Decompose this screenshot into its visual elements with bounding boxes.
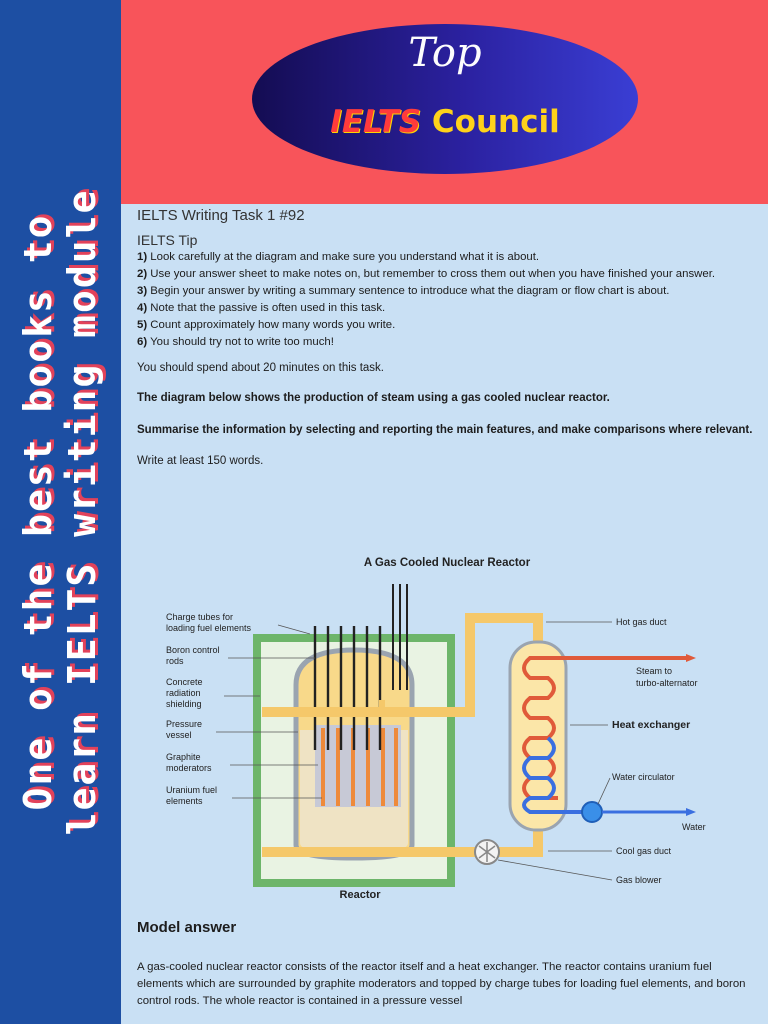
tip-heading: IELTS Tip: [137, 232, 198, 248]
side-banner-line-1: One of the best books to: [16, 213, 60, 811]
label-graphite-2: moderators: [166, 763, 212, 773]
side-banner-text: One of the best books to learn IELTS wri…: [16, 62, 104, 962]
tip-number: 2): [137, 268, 148, 280]
tip-item: 2) Use your answer sheet to make notes o…: [137, 266, 757, 283]
header: Top IELTS Council: [121, 0, 768, 204]
label-reactor: Reactor: [340, 889, 382, 901]
logo-top-text: Top: [408, 30, 482, 76]
min-words-note: Write at least 150 words.: [137, 455, 264, 467]
label-pressure: Pressure: [166, 719, 202, 729]
tip-number: 5): [137, 319, 148, 331]
tip-text: Count approximately how many words you w…: [147, 319, 396, 331]
label-steam: Steam to: [636, 666, 672, 676]
right-leader-lines: [497, 621, 613, 881]
label-gas-blower: Gas blower: [616, 875, 662, 885]
boron-control-rods: [313, 626, 382, 750]
cool-gas-duct: [262, 825, 543, 857]
water-coil: [522, 736, 590, 814]
document-title: IELTS Writing Task 1 #92: [137, 207, 305, 224]
left-leader-lines: [216, 624, 322, 799]
label-graphite: Graphite: [166, 752, 201, 762]
label-pressure-2: vessel: [166, 730, 192, 740]
task-instruction: Summarise the information by selecting a…: [137, 424, 753, 436]
label-uranium: Uranium fuel: [166, 785, 217, 795]
tip-number: 3): [137, 285, 148, 297]
label-boron-2: rods: [166, 656, 184, 666]
model-answer-text: A gas-cooled nuclear reactor consists of…: [137, 961, 746, 1007]
tip-text: Look carefully at the diagram and make s…: [147, 251, 540, 263]
task-description: The diagram below shows the production o…: [137, 392, 610, 404]
hot-gas-duct: [262, 613, 543, 717]
graphite-moderators: [315, 725, 401, 807]
label-hot-gas-duct: Hot gas duct: [616, 617, 667, 627]
right-labels: Hot gas duct Steam to turbo-alternator H…: [612, 617, 706, 885]
logo-main-text: IELTS Council: [252, 104, 638, 140]
label-water: Water: [682, 822, 706, 832]
logo: Top IELTS Council: [252, 24, 638, 174]
document-body: IELTS Writing Task 1 #92 IELTS Tip 1) Lo…: [137, 207, 757, 470]
tip-text: Use your answer sheet to make notes on, …: [147, 268, 716, 280]
tip-text: You should try not to write too much!: [147, 336, 334, 348]
label-concrete-2: radiation: [166, 688, 201, 698]
tip-item: 3) Begin your answer by writing a summar…: [137, 283, 757, 300]
tip-item: 4) Note that the passive is often used i…: [137, 300, 757, 317]
tip-item: 5) Count approximately how many words yo…: [137, 317, 757, 334]
water-circulator: [581, 801, 603, 823]
diagram-title: A Gas Cooled Nuclear Reactor: [364, 557, 531, 569]
label-boron: Boron control: [166, 645, 220, 655]
label-concrete-3: shielding: [166, 699, 202, 709]
tip-text: Note that the passive is often used in t…: [147, 302, 386, 314]
label-charge-tubes-2: loading fuel elements: [166, 623, 252, 633]
time-note: You should spend about 20 minutes on thi…: [137, 362, 384, 374]
side-banner-line-2: learn IELTS writing module: [60, 188, 104, 836]
label-steam-2: turbo-alternator: [636, 678, 698, 688]
label-concrete: Concrete: [166, 677, 203, 687]
tip-number: 4): [137, 302, 148, 314]
tip-number: 1): [137, 251, 148, 263]
label-water-circulator: Water circulator: [612, 772, 675, 782]
tip-text: Begin your answer by writing a summary s…: [147, 285, 670, 297]
logo-council-text: Council: [431, 104, 560, 140]
tip-number: 6): [137, 336, 148, 348]
label-uranium-2: elements: [166, 796, 203, 806]
label-cool-gas-duct: Cool gas duct: [616, 846, 672, 856]
tip-item: 1) Look carefully at the diagram and mak…: [137, 249, 757, 266]
reactor-diagram: A Gas Cooled Nuclear Reactor: [166, 557, 706, 901]
side-banner: One of the best books to learn IELTS wri…: [0, 0, 121, 1024]
tip-item: 6) You should try not to write too much!: [137, 334, 757, 351]
model-answer-heading: Model answer: [137, 919, 237, 936]
label-heat-exchanger: Heat exchanger: [612, 719, 690, 731]
charge-tubes: [392, 584, 408, 690]
label-charge-tubes: Charge tubes for: [166, 612, 233, 622]
logo-ielts-text: IELTS: [330, 104, 422, 140]
uranium-fuel-elements: [321, 728, 398, 806]
left-labels: Charge tubes for loading fuel elements B…: [166, 612, 252, 806]
